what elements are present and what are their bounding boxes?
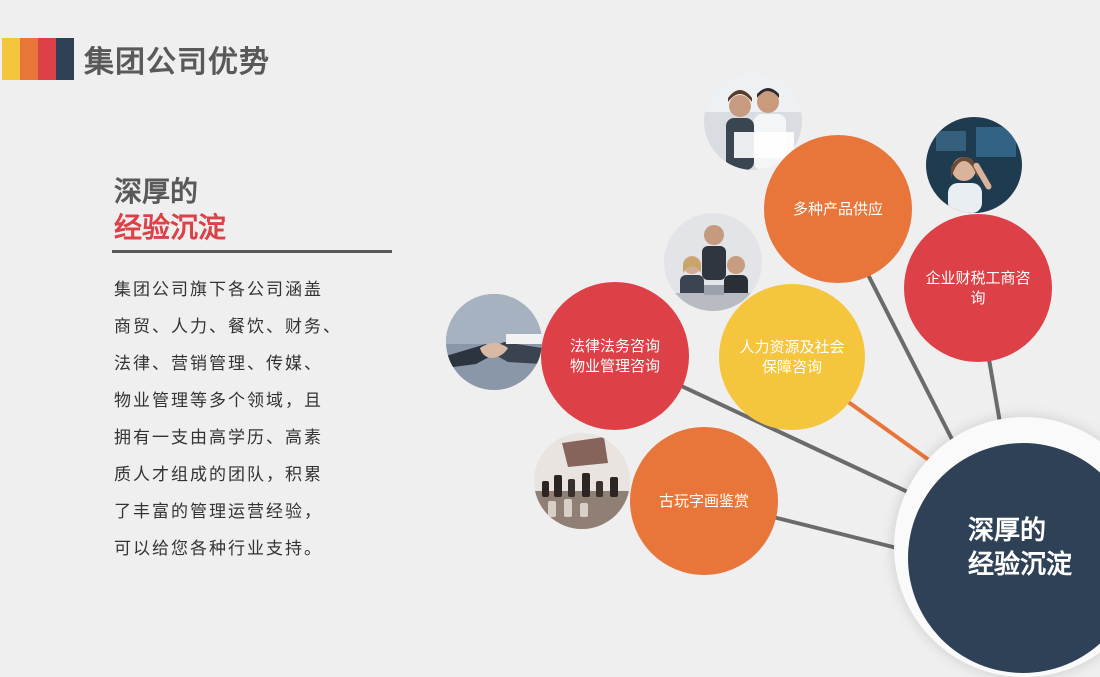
description-line: 质人才组成的团队，积累 bbox=[114, 465, 323, 485]
bubble-hr-consulting: 人力资源及社会 保障咨询 bbox=[719, 284, 865, 430]
bubble-label: 人力资源及社会 bbox=[739, 338, 845, 356]
chess-photo bbox=[534, 433, 630, 529]
description-line: 集团公司旗下各公司涵盖 bbox=[114, 280, 323, 300]
business-team-photo bbox=[704, 72, 802, 170]
stripe-orange bbox=[20, 38, 38, 80]
handshake-photo bbox=[446, 294, 542, 390]
section-heading-line2: 经验沉淀 bbox=[114, 211, 227, 244]
description-line: 商贸、人力、餐饮、财务、 bbox=[114, 317, 342, 337]
page-title: 集团公司优势 bbox=[84, 45, 270, 80]
description-line: 物业管理等多个领域，且 bbox=[114, 391, 323, 411]
stripe-red bbox=[38, 38, 56, 80]
hub-label-line1: 深厚的 bbox=[968, 516, 1047, 546]
heading-divider bbox=[112, 250, 392, 253]
bubble-label: 物业管理咨询 bbox=[569, 357, 660, 375]
description-text: 集团公司旗下各公司涵盖 商贸、人力、餐饮、财务、 法律、营销管理、传媒、 物业管… bbox=[114, 272, 364, 568]
description-line: 了丰富的管理运营经验， bbox=[114, 502, 323, 522]
bubble-antique-appraisal: 古玩字画鉴赏 bbox=[630, 427, 778, 575]
bubble-legal-consulting: 法律法务咨询 物业管理咨询 bbox=[541, 282, 689, 430]
bubble-tax-consulting: 企业财税工商咨 询 bbox=[904, 214, 1052, 362]
bubble-label: 古玩字画鉴赏 bbox=[658, 492, 749, 510]
stripe-navy bbox=[56, 38, 74, 80]
tech-woman-photo bbox=[926, 117, 1022, 213]
description-line: 可以给您各种行业支持。 bbox=[114, 539, 323, 559]
hub-label-line2: 经验沉淀 bbox=[968, 550, 1073, 580]
description-line: 拥有一支由高学历、高素 bbox=[114, 428, 323, 448]
bubble-label: 法律法务咨询 bbox=[569, 337, 660, 355]
hub-label: 深厚的 经验沉淀 bbox=[968, 514, 1072, 582]
bubble-label: 多种产品供应 bbox=[792, 200, 883, 218]
bubble-label: 询 bbox=[970, 289, 986, 307]
meeting-photo bbox=[664, 213, 762, 311]
stripe-yellow bbox=[2, 38, 20, 80]
bubble-label: 保障咨询 bbox=[761, 358, 822, 376]
section-heading-line1: 深厚的 bbox=[114, 175, 199, 208]
bubble-product-supply: 多种产品供应 bbox=[764, 135, 912, 283]
bubble-label: 企业财税工商咨 bbox=[925, 269, 1031, 287]
description-line: 法律、营销管理、传媒、 bbox=[114, 354, 323, 374]
header-color-stripes bbox=[2, 38, 74, 80]
